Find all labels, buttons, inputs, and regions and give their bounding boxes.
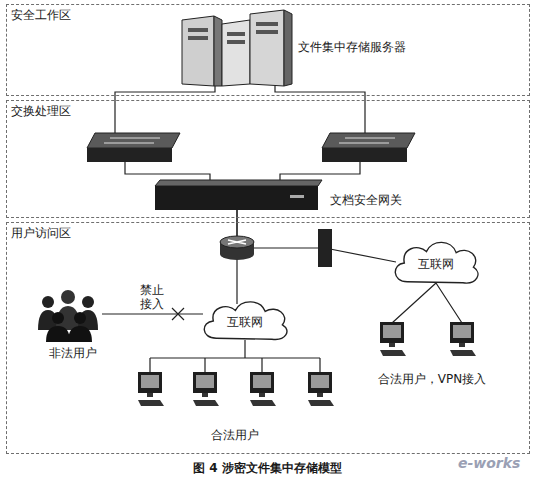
server-vent — [256, 30, 278, 34]
person-head — [42, 296, 54, 308]
switch-mark — [110, 138, 160, 139]
server-vent — [256, 22, 278, 26]
connector-line — [115, 82, 365, 182]
person-body — [68, 326, 92, 342]
edge-label: 禁止接入 — [140, 283, 165, 311]
connector-line — [150, 340, 320, 373]
gateway-node: 文档安全网关 — [155, 178, 415, 214]
zone-heading: 交换处理区 — [11, 104, 71, 118]
switch-symbol — [322, 133, 415, 162]
switch-mark — [339, 143, 389, 144]
user-group: 非法用户 — [30, 288, 115, 360]
node-label: 互联网 — [197, 315, 293, 329]
server-vent — [188, 36, 208, 40]
watermark: e-works — [458, 456, 520, 470]
router-base — [220, 248, 254, 260]
people-icon — [38, 290, 98, 342]
user-group: 合法用户 — [120, 368, 350, 442]
server-tower-side — [284, 10, 292, 86]
server-tower-side — [214, 16, 222, 86]
server-cluster — [182, 10, 292, 86]
person-body — [46, 326, 70, 342]
node-label: 合法用户 — [120, 428, 350, 442]
gateway-front — [155, 186, 318, 210]
gateway-device — [155, 180, 322, 210]
server-tower — [250, 10, 284, 86]
router-body — [220, 242, 254, 254]
zone-heading: 用户访问区 — [11, 226, 71, 240]
figure-caption: 图 4 涉密文件集中存储模型 — [0, 461, 535, 475]
switch-front — [87, 148, 172, 162]
node-label: 文件集中存储服务器 — [298, 40, 406, 54]
computer-icon — [450, 322, 476, 356]
zone-band: 用户访问区互联网非法用户 互联网合法用户 合法用户，VPN接入 — [6, 222, 530, 454]
zone-band: 交换处理区文档安全网关 — [6, 100, 530, 218]
person-head — [52, 312, 64, 324]
server-vent — [227, 32, 245, 36]
person-body — [38, 310, 58, 330]
switch-mark — [104, 143, 154, 144]
node-label: 互联网 — [388, 257, 484, 271]
person-head — [74, 312, 86, 324]
node-label: 合法用户，VPN接入 — [362, 372, 502, 386]
gateway-top — [155, 180, 322, 186]
connector-line — [102, 313, 203, 314]
server-vent — [188, 28, 208, 32]
server-vent — [227, 40, 245, 44]
blocked-mark — [172, 308, 184, 320]
person-body — [78, 310, 98, 330]
computer-icon — [380, 322, 406, 356]
zone-band: 安全工作区文件集中存储服务器 — [6, 4, 530, 96]
node-label: 文档安全网关 — [330, 193, 402, 207]
cloud-node: 互联网 — [388, 236, 484, 288]
user-group: 合法用户，VPN接入 — [362, 318, 502, 386]
gateway-light — [290, 195, 304, 198]
computer-icon — [138, 372, 164, 406]
cloud-node: 互联网 — [197, 296, 293, 344]
router-top — [220, 236, 254, 248]
computer-icon — [308, 372, 334, 406]
switch-top — [87, 133, 180, 148]
switch-mark — [345, 138, 395, 139]
person-body — [56, 306, 80, 330]
router-arrows — [228, 240, 246, 244]
server-tower — [222, 20, 250, 86]
connector-line — [392, 283, 462, 323]
switch-front — [322, 148, 407, 162]
computer-icon — [250, 372, 276, 406]
server-tower — [182, 16, 214, 86]
firewall-symbol — [318, 229, 332, 267]
node-label: 非法用户 — [30, 346, 115, 360]
zone-heading: 安全工作区 — [11, 8, 71, 22]
person-head — [82, 296, 94, 308]
person-head — [61, 290, 75, 304]
computer-icon — [193, 372, 219, 406]
switch-top — [322, 133, 415, 148]
router-symbol — [220, 236, 254, 260]
switch-symbol — [87, 133, 180, 162]
server-node: 文件集中存储服务器 — [178, 10, 418, 90]
